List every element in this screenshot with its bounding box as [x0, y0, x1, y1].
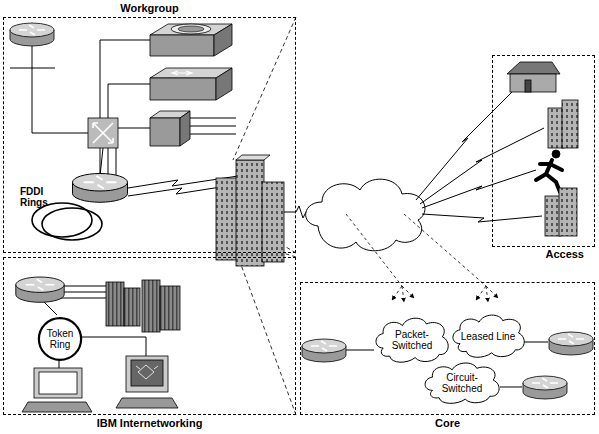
ring-caption: FDDI Rings — [20, 186, 60, 208]
ring-label: Token Ring — [42, 328, 78, 350]
pc — [22, 368, 92, 412]
workgroup-devices — [10, 23, 240, 240]
zoom-arrows — [346, 214, 498, 302]
region-title: Access — [493, 248, 594, 261]
region-box: IBM InternetworkingToken Ring — [3, 257, 296, 415]
token-ring-circle: Token Ring — [38, 317, 82, 361]
region-box: Access — [492, 55, 595, 247]
network-cloud: Packet-Switched — [372, 316, 452, 364]
mainframe — [106, 280, 180, 332]
atm-switch — [88, 118, 118, 148]
router-icon — [10, 23, 54, 46]
region-title: Workgroup — [4, 2, 295, 15]
cloud-label: Packet-Switched — [384, 329, 440, 351]
fddi-router-icon — [73, 174, 128, 203]
region-title: IBM Internetworking — [4, 417, 295, 430]
ibm-devices — [16, 277, 180, 412]
access-icons — [507, 62, 578, 236]
region-title: Core — [301, 417, 594, 430]
region-box: Workgroup — [3, 17, 296, 253]
region-box: CorePacket-SwitchedLeased LineCircuit-Sw… — [300, 282, 595, 415]
terminal — [116, 356, 178, 408]
wan-cloud — [306, 179, 425, 251]
cloud-label: Circuit-Switched — [434, 372, 490, 394]
network-cloud: Circuit-Switched — [421, 361, 503, 405]
label-holder: FDDI Rings — [20, 186, 60, 210]
cloud-label: Leased Line — [461, 331, 516, 342]
campus-building — [216, 155, 284, 266]
network-cloud: Leased Line — [449, 313, 528, 359]
zoom-leaders — [216, 17, 296, 415]
access-links — [416, 84, 544, 222]
